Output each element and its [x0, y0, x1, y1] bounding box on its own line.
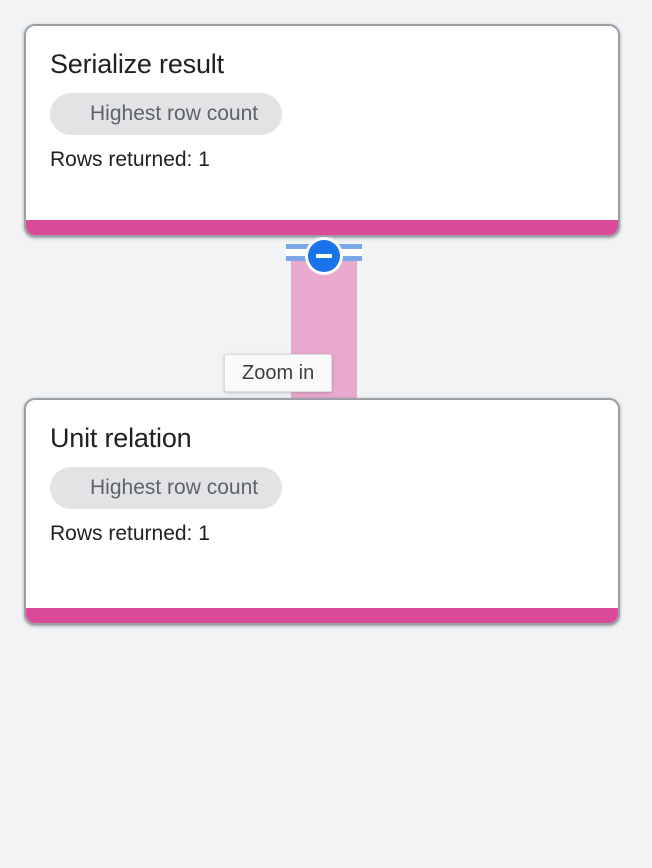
node-accent-bar — [26, 220, 618, 235]
minus-glyph — [316, 254, 332, 258]
minus-circle-icon[interactable] — [308, 240, 340, 272]
edge-rail-right-bottom — [332, 256, 362, 261]
node-title: Serialize result — [50, 49, 224, 79]
node-rows-returned: Rows returned: 1 — [50, 148, 210, 171]
node-card-body: Serialize result Highest row count Rows … — [26, 26, 618, 220]
node-card-serialize-result[interactable]: Serialize result Highest row count Rows … — [24, 24, 620, 237]
edge-rail-left-top — [286, 244, 316, 249]
node-card-body: Unit relation Highest row count Rows ret… — [26, 400, 618, 608]
node-metric-chip[interactable]: Highest row count — [50, 93, 283, 135]
node-title: Unit relation — [50, 423, 192, 453]
node-metric-chip[interactable]: Highest row count — [50, 467, 283, 509]
node-rows-returned: Rows returned: 1 — [50, 522, 210, 545]
node-card-unit-relation[interactable]: Unit relation Highest row count Rows ret… — [24, 398, 620, 625]
node-accent-bar — [26, 608, 618, 623]
edge-collapse-handle[interactable] — [279, 240, 369, 272]
edge-rail-left-bottom — [286, 256, 316, 261]
edge-rail-right-top — [332, 244, 362, 249]
zoom-in-tooltip: Zoom in — [224, 354, 333, 392]
